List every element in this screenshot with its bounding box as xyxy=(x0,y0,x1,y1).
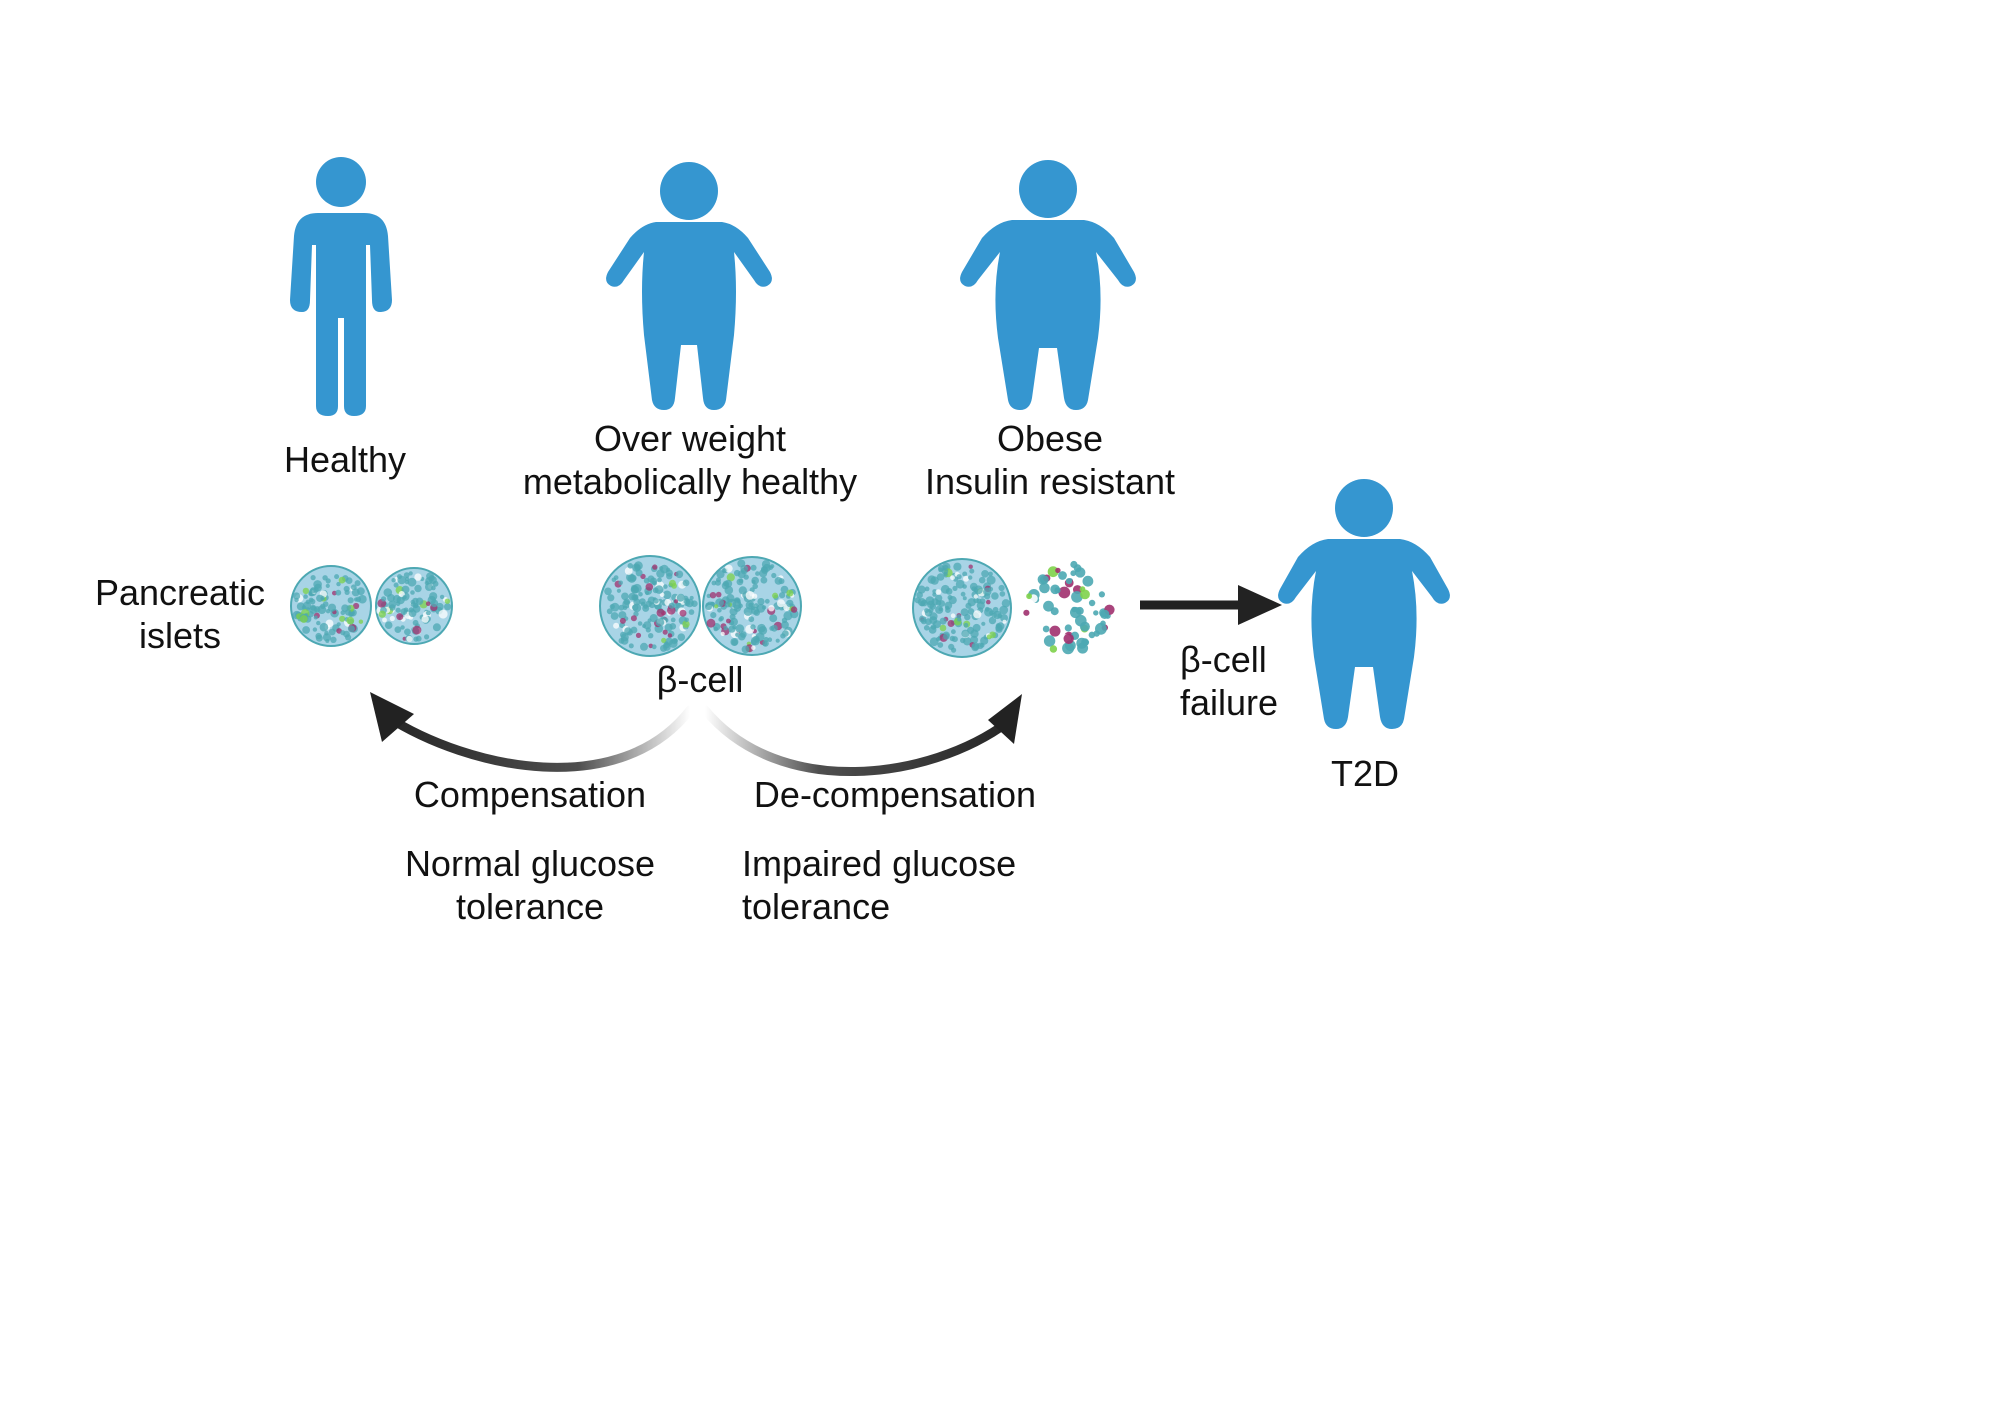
label-islets-line2: islets xyxy=(138,615,222,656)
compensation-arrow xyxy=(370,692,695,772)
label-healthy: Healthy xyxy=(283,439,407,480)
label-decompensation: De-compensation xyxy=(753,774,1037,815)
failure-arrow xyxy=(1140,585,1282,625)
label-overweight-line1: Over weight xyxy=(593,418,787,459)
label-compensation: Compensation xyxy=(413,774,647,815)
label-failure-line1: β-cell xyxy=(1180,639,1267,680)
label-impaired-glucose-tolerance: Impaired glucose tolerance xyxy=(742,842,1062,928)
label-pancreatic-islets: Pancreatic islets xyxy=(80,571,280,657)
islet-obese-damaged xyxy=(1023,560,1115,655)
label-obese: Obese Insulin resistant xyxy=(880,417,1220,503)
label-impaired-line1: Impaired glucose xyxy=(742,843,1017,884)
islet-healthy-2 xyxy=(375,567,453,645)
label-normal-line2: tolerance xyxy=(455,886,605,927)
islet-group xyxy=(290,555,1115,658)
obese-person-icon xyxy=(960,160,1136,410)
label-islets-line1: Pancreatic xyxy=(94,572,266,613)
islet-healthy-1 xyxy=(290,565,372,647)
label-beta-cell-failure: β-cell failure xyxy=(1180,638,1320,724)
label-obese-line1: Obese xyxy=(996,418,1104,459)
label-beta-cell: β-cell xyxy=(656,659,744,700)
t2d-person-icon xyxy=(1278,479,1450,729)
label-t2d: T2D xyxy=(1330,753,1399,794)
islet-overweight-2 xyxy=(702,556,802,656)
healthy-person-icon xyxy=(290,157,392,416)
label-obese-line2: Insulin resistant xyxy=(924,461,1176,502)
decompensation-arrow xyxy=(700,694,1022,776)
label-normal-glucose-tolerance: Normal glucose tolerance xyxy=(370,842,690,928)
overweight-person-icon xyxy=(606,162,772,410)
islet-obese-1 xyxy=(912,558,1012,658)
label-overweight: Over weight metabolically healthy xyxy=(490,417,890,503)
label-overweight-line2: metabolically healthy xyxy=(522,461,858,502)
label-impaired-line2: tolerance xyxy=(742,886,891,927)
islet-overweight-1 xyxy=(599,555,701,657)
label-failure-line2: failure xyxy=(1180,682,1279,723)
label-normal-line1: Normal glucose xyxy=(404,843,656,884)
